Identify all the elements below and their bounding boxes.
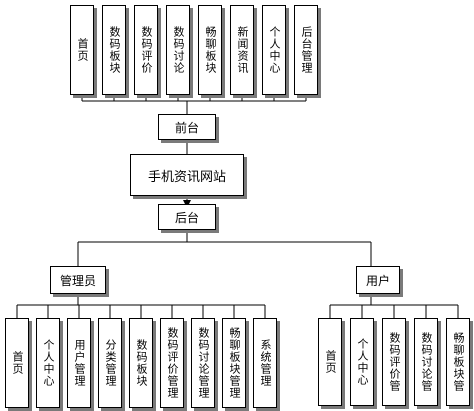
front-module-news: 新闻资讯 — [230, 5, 254, 95]
front-module-label: 首页 — [76, 38, 89, 62]
admin-node-label: 管理员 — [59, 273, 96, 288]
admin-module-label: 个人中心 — [42, 339, 55, 387]
front-module-digital-review: 数码评价 — [134, 5, 158, 95]
front-module-label: 新闻资讯 — [236, 26, 249, 74]
front-module-home: 首页 — [70, 5, 94, 95]
front-module-personal-center: 个人中心 — [262, 5, 286, 95]
admin-module-label: 数码板块 — [135, 339, 148, 387]
admin-module-system-management: 系统管理 — [253, 318, 277, 408]
back-node: 后台 — [158, 204, 216, 230]
admin-module-label: 数码讨论管理 — [197, 327, 210, 399]
front-module-digital-discussion: 数码讨论 — [166, 5, 190, 95]
admin-module-chat-board-management: 畅聊板块管理 — [222, 318, 246, 408]
admin-module-category-management: 分类管理 — [98, 318, 122, 408]
front-module-label: 个人中心 — [268, 26, 281, 74]
user-module-home: 首页 — [318, 318, 342, 406]
admin-module-label: 分类管理 — [104, 339, 117, 387]
front-module-digital-board: 数码板块 — [102, 5, 126, 95]
front-module-label: 数码板块 — [108, 26, 121, 74]
front-module-label: 畅聊板块 — [204, 26, 217, 74]
admin-module-user-management: 用户管理 — [67, 318, 91, 408]
user-node: 用户 — [356, 266, 400, 294]
user-module-label: 首页 — [324, 350, 337, 374]
user-module-personal-center: 个人中心 — [350, 318, 374, 406]
admin-module-label: 数码评价管理 — [166, 327, 179, 399]
user-module-label: 数码讨论管 — [420, 332, 433, 392]
admin-module-home: 首页 — [5, 318, 29, 408]
admin-module-digital-board: 数码板块 — [129, 318, 153, 408]
admin-module-label: 畅聊板块管理 — [228, 327, 241, 399]
admin-module-label: 首页 — [11, 351, 24, 375]
front-module-label: 后台管理 — [300, 26, 313, 74]
admin-module-personal-center: 个人中心 — [36, 318, 60, 408]
user-module-label: 畅聊板块管 — [452, 332, 465, 392]
user-module-digital-review: 数码评价管 — [382, 318, 406, 406]
user-module-digital-discussion: 数码讨论管 — [414, 318, 438, 406]
site-node: 手机资讯网站 — [130, 154, 244, 196]
user-module-chat-board: 畅聊板块管 — [446, 318, 470, 406]
admin-node: 管理员 — [50, 266, 106, 294]
back-node-label: 后台 — [174, 210, 199, 225]
front-module-admin: 后台管理 — [294, 5, 318, 95]
user-node-label: 用户 — [365, 273, 390, 288]
admin-module-label: 系统管理 — [259, 339, 272, 387]
user-module-label: 个人中心 — [356, 338, 369, 386]
user-module-label: 数码评价管 — [388, 332, 401, 392]
front-node-label: 前台 — [174, 120, 199, 135]
front-module-chat-board: 畅聊板块 — [198, 5, 222, 95]
admin-module-digital-discussion-management: 数码讨论管理 — [191, 318, 215, 408]
admin-module-label: 用户管理 — [73, 339, 86, 387]
front-module-label: 数码评价 — [140, 26, 153, 74]
front-node: 前台 — [158, 114, 216, 140]
admin-module-digital-review-management: 数码评价管理 — [160, 318, 184, 408]
front-module-label: 数码讨论 — [172, 26, 185, 74]
site-node-label: 手机资讯网站 — [147, 169, 226, 185]
